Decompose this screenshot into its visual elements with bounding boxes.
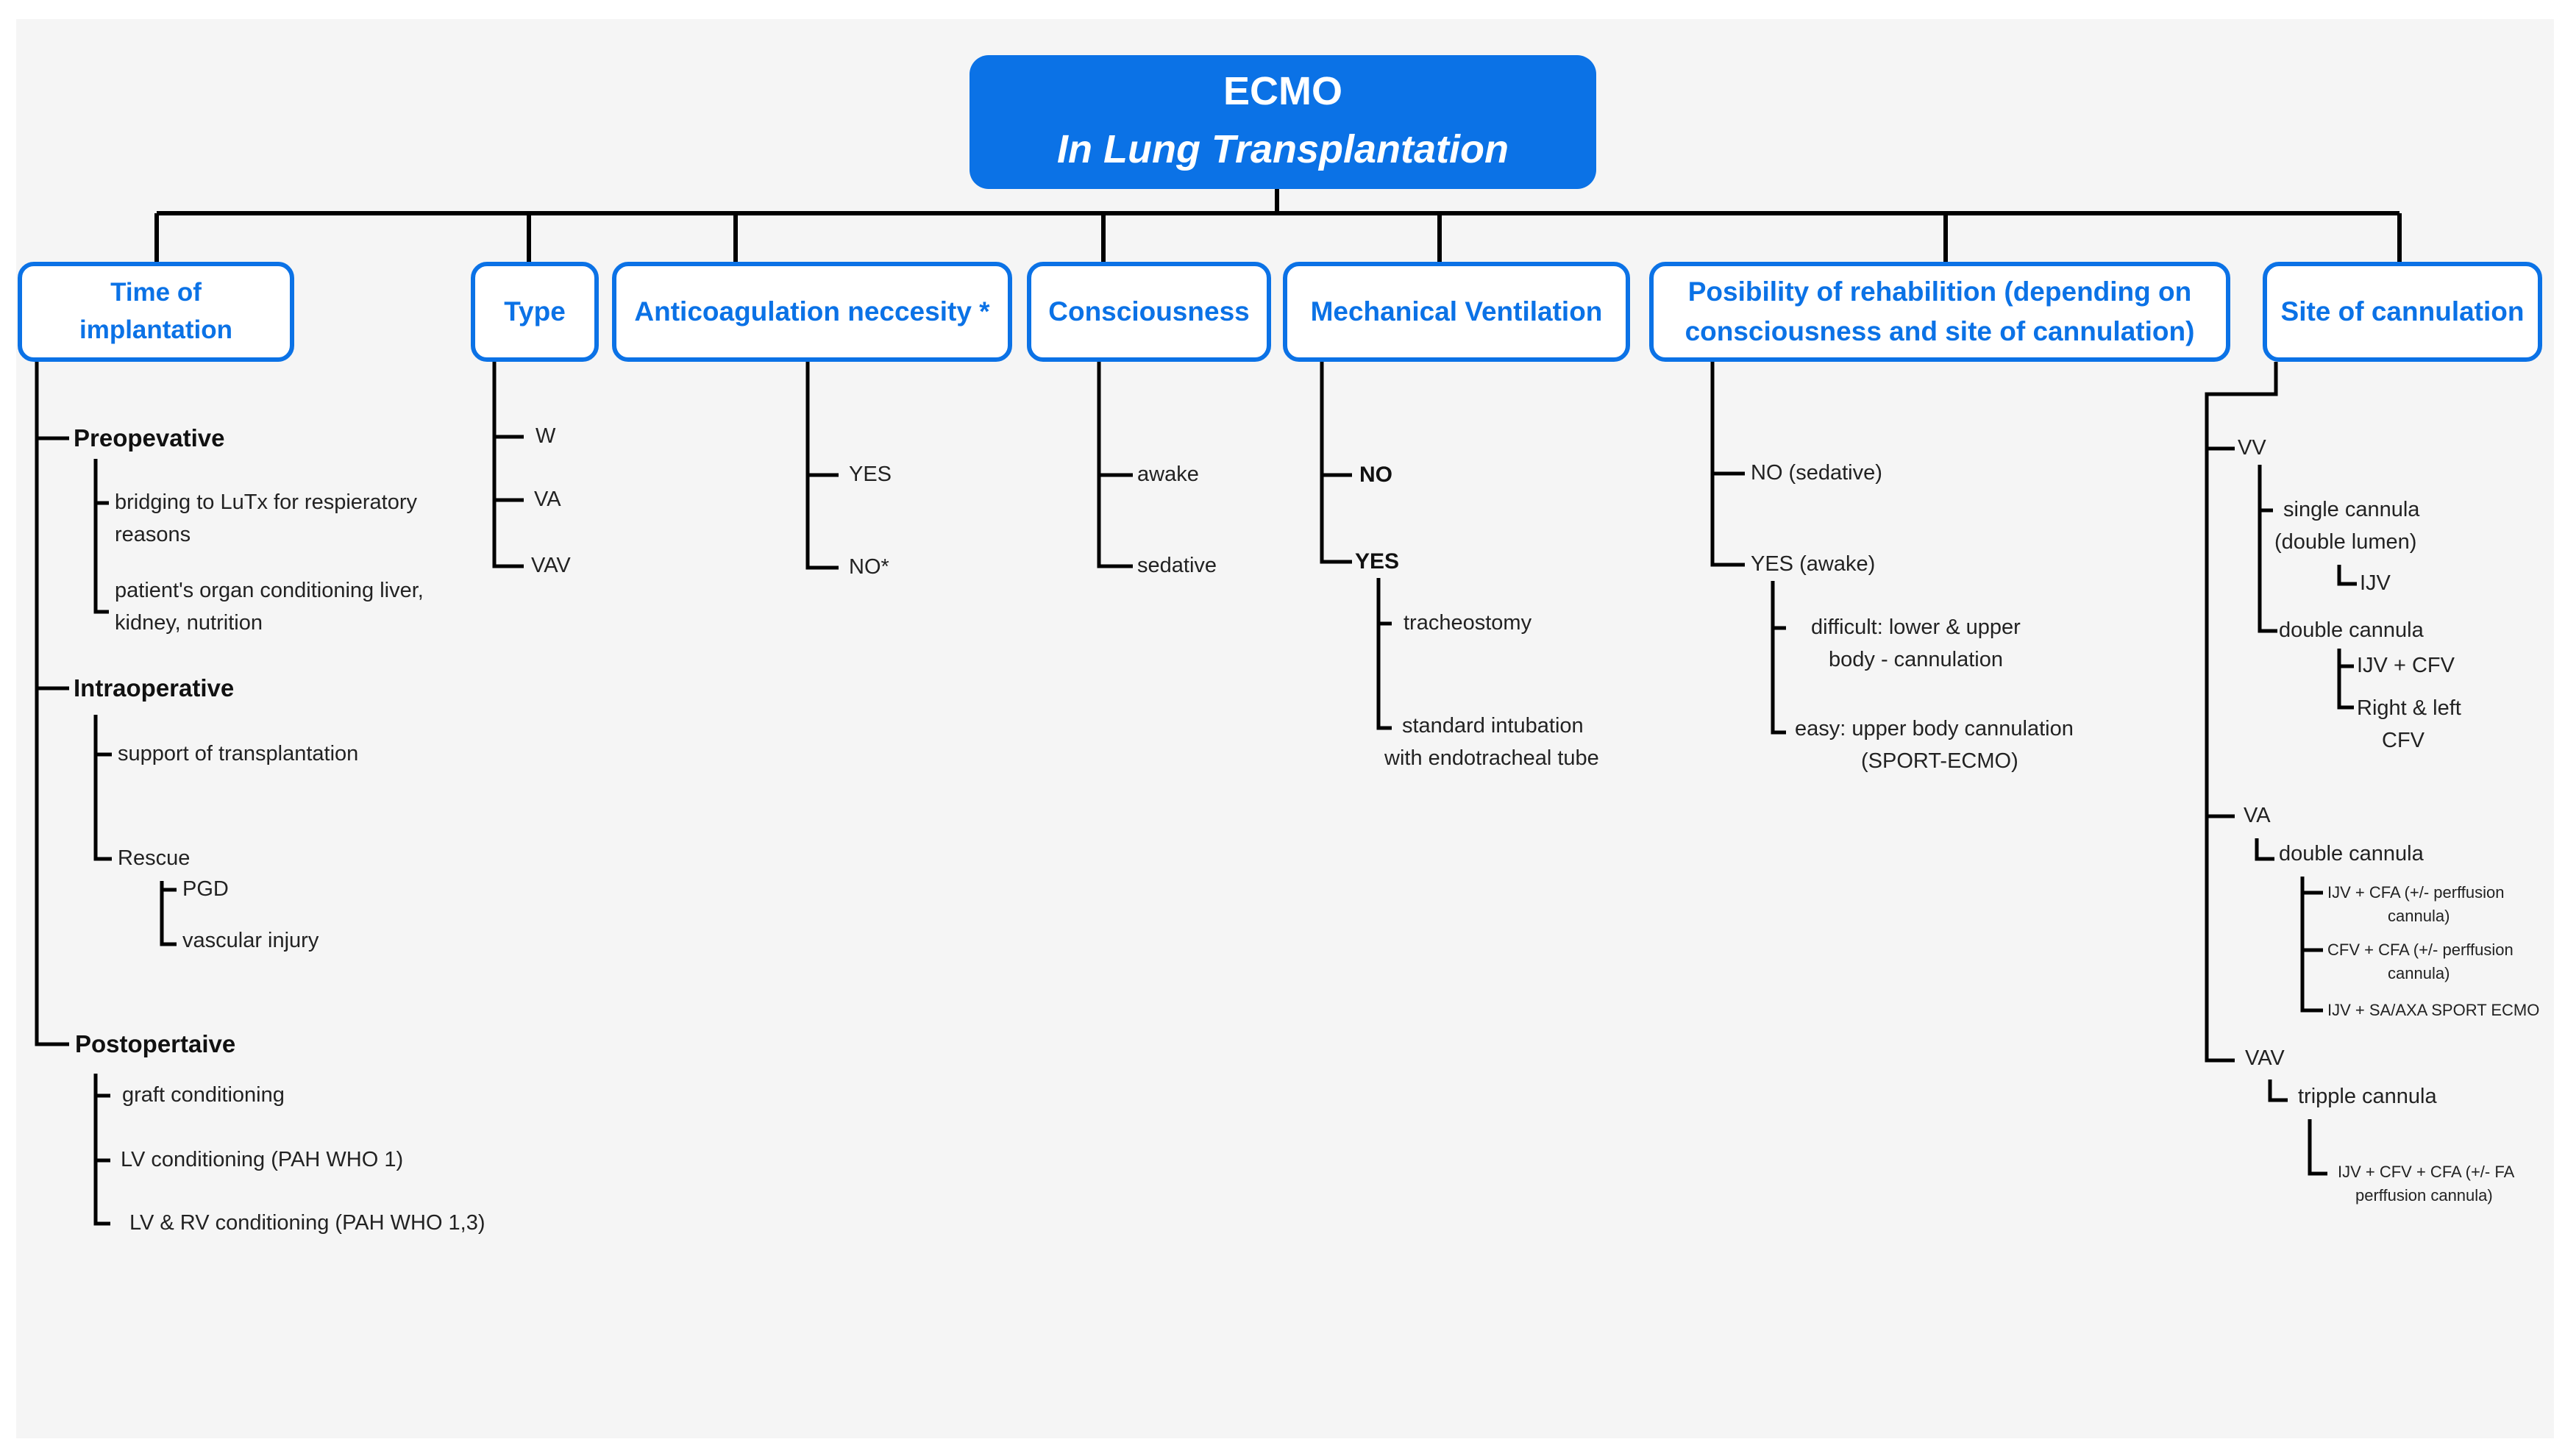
category-label-line1: Posibility of rehabilition (depending on bbox=[1687, 276, 2192, 307]
postop-item-lv-rv: LV & RV conditioning (PAH WHO 1,3) bbox=[129, 1211, 485, 1235]
intraop-item-rescue: Rescue bbox=[118, 846, 191, 870]
rehab-easy: easy: upper body cannulation bbox=[1795, 717, 2074, 741]
category-consciousness: Consciousness bbox=[1027, 262, 1271, 362]
category-rehabilitation: Posibility of rehabilition (depending on… bbox=[1649, 262, 2230, 362]
title-box: ECMO In Lung Transplantation bbox=[970, 55, 1596, 189]
rehab-yes: YES (awake) bbox=[1751, 552, 1876, 576]
vv-double-cannula: double cannula bbox=[2279, 618, 2424, 642]
vav-ijv-cfv-cfa-cont: perffusion cannula) bbox=[2355, 1186, 2493, 1205]
vv-single-cannula: single cannula bbox=[2283, 498, 2420, 521]
va-double-cannula: double cannula bbox=[2279, 842, 2424, 866]
rescue-item-vascular-injury: vascular injury bbox=[182, 929, 319, 952]
category-mechanical-ventilation: Mechanical Ventilation bbox=[1283, 262, 1630, 362]
preop-item-bridging: bridging to LuTx for respieratory bbox=[115, 490, 418, 514]
ventilation-intubation: standard intubation bbox=[1402, 714, 1584, 738]
preop-item-organ-conditioning: patient's organ conditioning liver, bbox=[115, 579, 424, 602]
cannulation-vv: VV bbox=[2238, 436, 2266, 460]
rehab-difficult: difficult: lower & upper bbox=[1811, 615, 2021, 639]
va-ijv-cfa-cont: cannula) bbox=[2388, 907, 2450, 925]
consciousness-sedative: sedative bbox=[1137, 554, 1217, 577]
category-label: Site of cannulation bbox=[2280, 296, 2525, 327]
vav-ijv-cfv-cfa: IJV + CFV + CFA (+/- FA bbox=[2338, 1163, 2515, 1181]
category-site-of-cannulation: Site of cannulation bbox=[2263, 262, 2542, 362]
category-label: Type bbox=[504, 296, 566, 327]
postop-item-lv: LV conditioning (PAH WHO 1) bbox=[121, 1148, 404, 1171]
title-line2: In Lung Transplantation bbox=[1057, 127, 1509, 171]
category-label: Anticoagulation neccesity * bbox=[634, 296, 990, 327]
va-cfv-cfa: CFV + CFA (+/- perffusion bbox=[2327, 941, 2514, 959]
vv-single-cannula-cont: (double lumen) bbox=[2274, 530, 2417, 554]
category-label: Mechanical Ventilation bbox=[1310, 296, 1603, 327]
rescue-item-pgd: PGD bbox=[182, 877, 229, 901]
va-ijv-sa-axa: IJV + SA/AXA SPORT ECMO bbox=[2327, 1001, 2540, 1019]
intraop-heading: Intraoperative bbox=[74, 674, 235, 702]
ventilation-yes: YES bbox=[1355, 549, 1400, 574]
anticoagulation-no: NO* bbox=[849, 555, 889, 579]
postop-heading: Postopertaive bbox=[75, 1030, 236, 1057]
category-anticoagulation: Anticoagulation neccesity * bbox=[612, 262, 1012, 362]
va-ijv-cfa: IJV + CFA (+/- perffusion bbox=[2327, 883, 2505, 902]
category-label: Time of implantation bbox=[79, 278, 233, 344]
postop-item-graft: graft conditioning bbox=[122, 1083, 285, 1107]
vv-double-cfv: CFV bbox=[2382, 729, 2425, 752]
preop-item-organ-conditioning-cont: kidney, nutrition bbox=[115, 611, 263, 635]
ventilation-no: NO bbox=[1359, 463, 1392, 487]
consciousness-awake: awake bbox=[1137, 463, 1199, 486]
rehab-easy-cont: (SPORT-ECMO) bbox=[1861, 749, 2018, 773]
ventilation-tracheostomy: tracheostomy bbox=[1404, 611, 1532, 635]
preop-heading: Preopevative bbox=[74, 424, 225, 452]
va-cfv-cfa-cont: cannula) bbox=[2388, 964, 2450, 982]
rehab-no: NO (sedative) bbox=[1751, 461, 1882, 485]
anticoagulation-yes: YES bbox=[849, 463, 892, 486]
vav-tripple-cannula: tripple cannula bbox=[2298, 1085, 2437, 1108]
type-item-vav: VAV bbox=[531, 554, 571, 577]
cannulation-va: VA bbox=[2244, 804, 2271, 827]
cannulation-vav: VAV bbox=[2245, 1046, 2285, 1070]
vv-double-ijv-cfv: IJV + CFV bbox=[2357, 654, 2455, 677]
type-item-w: W bbox=[536, 424, 556, 448]
type-item-va: VA bbox=[534, 488, 561, 511]
preop-item-bridging-cont: reasons bbox=[115, 523, 191, 546]
category-time-of-implantation: Time of implantation bbox=[18, 262, 294, 362]
rehab-difficult-cont: body - cannulation bbox=[1829, 648, 2003, 671]
vv-single-ijv: IJV bbox=[2360, 571, 2391, 595]
category-label: Consciousness bbox=[1048, 296, 1250, 327]
ventilation-intubation-cont: with endotracheal tube bbox=[1384, 746, 1599, 770]
category-label-line2: consciousness and site of cannulation) bbox=[1684, 316, 2195, 346]
intraop-item-support: support of transplantation bbox=[118, 742, 359, 766]
title-line1: ECMO bbox=[1223, 69, 1342, 113]
diagram-background bbox=[16, 19, 2554, 1438]
category-type: Type bbox=[471, 262, 599, 362]
vv-double-right-left: Right & left bbox=[2357, 696, 2461, 720]
